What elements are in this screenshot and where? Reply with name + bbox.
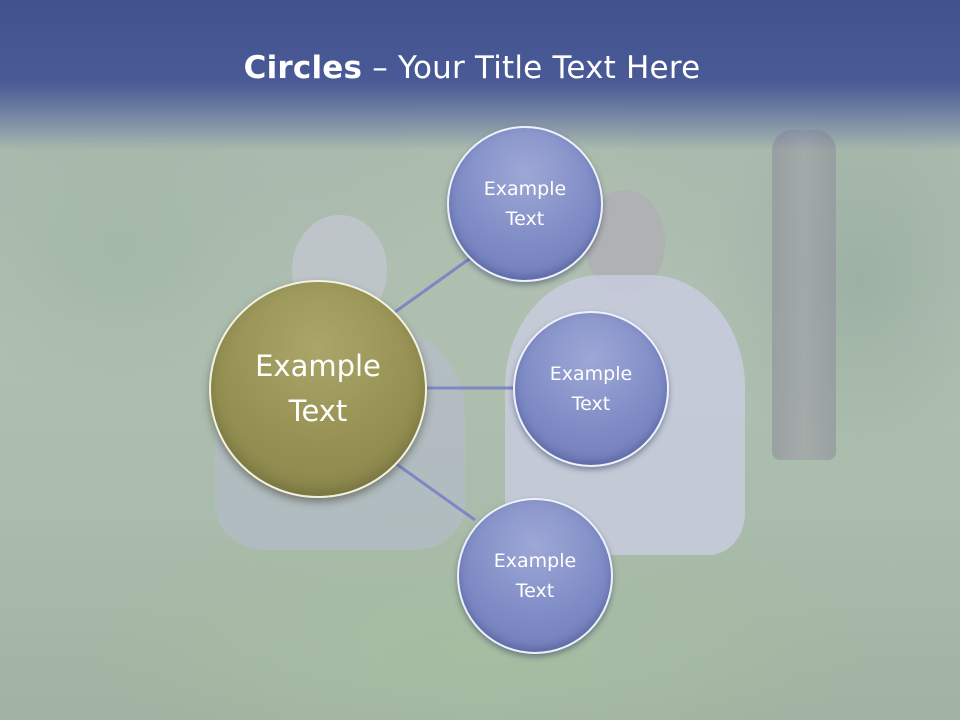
title-band <box>0 0 960 150</box>
slide-title: Circles – Your Title Text Here <box>0 50 944 86</box>
node-bottom-label: Example Text <box>493 550 577 602</box>
center-circle: Example Text <box>209 280 427 498</box>
title-bold: Circles <box>243 50 363 86</box>
node-middle-label: Example Text <box>549 363 633 415</box>
center-circle-label: Example Text <box>255 349 381 428</box>
node-circle-bottom: Example Text <box>457 498 613 654</box>
node-top-label: Example Text <box>483 178 567 230</box>
title-rest: – Your Title Text Here <box>362 50 701 86</box>
connector-bottom <box>394 461 476 522</box>
connector-top <box>394 255 473 314</box>
node-circle-top: Example Text <box>447 126 603 282</box>
node-circle-middle: Example Text <box>513 311 669 467</box>
